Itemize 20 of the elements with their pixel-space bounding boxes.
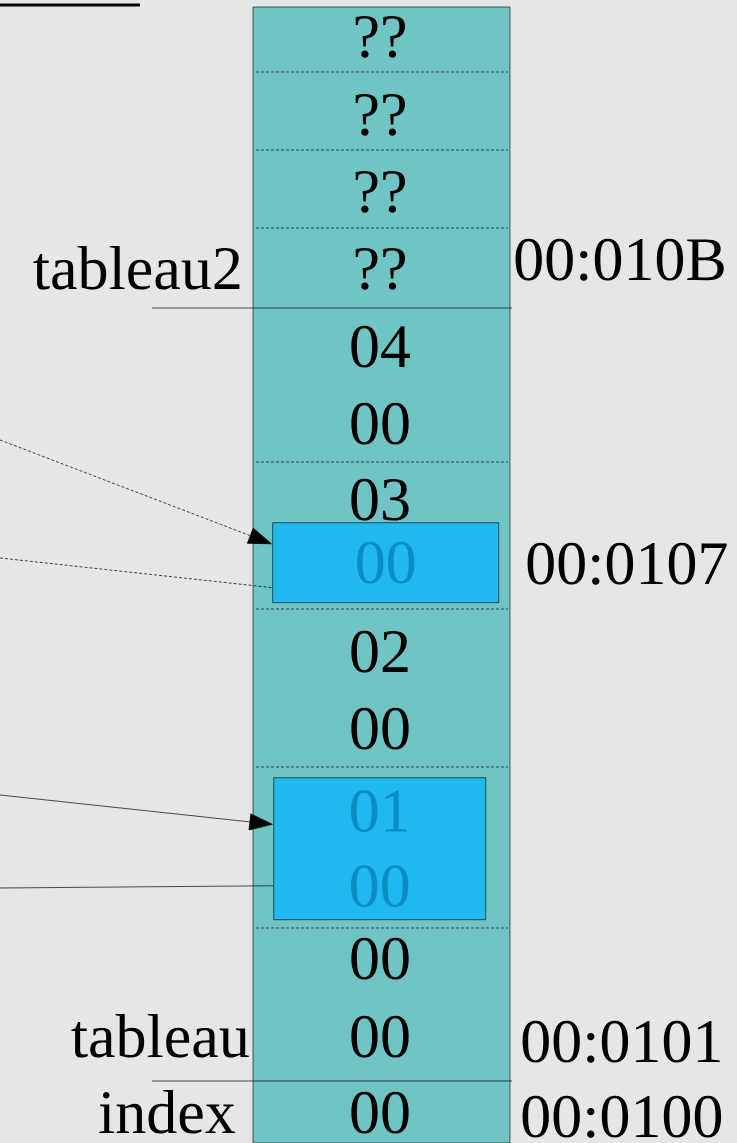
byte-value: 02 [351, 630, 408, 673]
memory-address: 00:010B [515, 238, 724, 281]
memory-address: 00:0101 [522, 1020, 720, 1063]
memory-address: 00:0100 [522, 1095, 722, 1138]
byte-value: 00 [351, 707, 409, 750]
variable-name: index [99, 1090, 236, 1134]
byte-value: ?? [355, 170, 405, 213]
byte-value: ?? [355, 15, 405, 58]
arrow [0, 794, 273, 831]
byte-value: 00 [351, 1015, 409, 1058]
connector-line [0, 557, 273, 589]
byte-value: ?? [355, 93, 405, 136]
variable-name: tableau [71, 1014, 249, 1058]
variable-name: tableau2 [33, 245, 240, 290]
byte-value: 00 [351, 1091, 409, 1134]
connector-line [0, 885, 274, 889]
byte-value: ?? [355, 247, 405, 290]
byte-value: 00 [351, 402, 409, 445]
byte-value: 04 [351, 325, 411, 368]
arrow [0, 439, 272, 545]
